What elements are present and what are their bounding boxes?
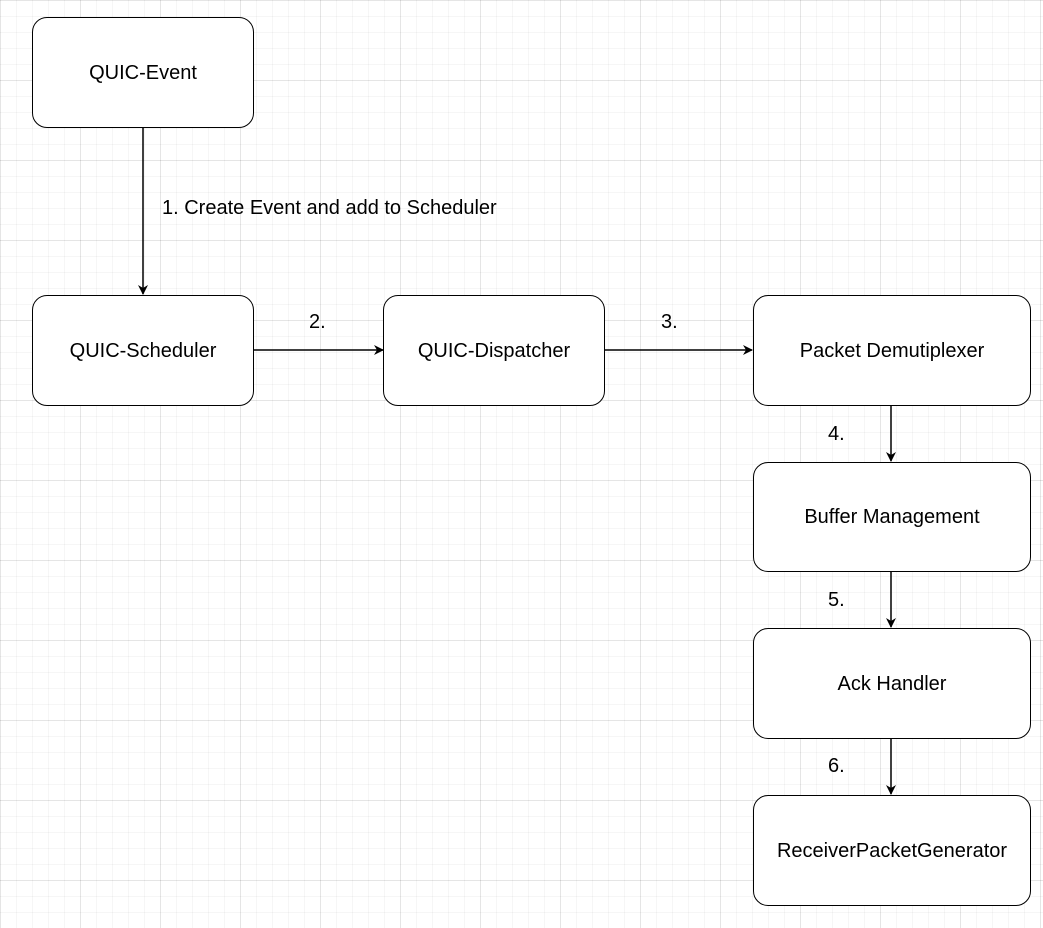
edge-label-1: 1. Create Event and add to Scheduler xyxy=(162,197,497,219)
node-buffer-management[interactable]: Buffer Management xyxy=(753,462,1031,572)
edge-label-2: 2. xyxy=(309,311,326,333)
node-quic-event[interactable]: QUIC-Event xyxy=(32,17,254,128)
node-receiver-packet-generator[interactable]: ReceiverPacketGenerator xyxy=(753,795,1031,906)
edge-label-5: 5. xyxy=(828,589,845,611)
node-quic-dispatcher[interactable]: QUIC-Dispatcher xyxy=(383,295,605,406)
edge-label-4: 4. xyxy=(828,423,845,445)
edge-label-6: 6. xyxy=(828,755,845,777)
node-packet-demultiplexer[interactable]: Packet Demutiplexer xyxy=(753,295,1031,406)
node-ack-handler[interactable]: Ack Handler xyxy=(753,628,1031,739)
edge-label-3: 3. xyxy=(661,311,678,333)
node-quic-scheduler[interactable]: QUIC-Scheduler xyxy=(32,295,254,406)
